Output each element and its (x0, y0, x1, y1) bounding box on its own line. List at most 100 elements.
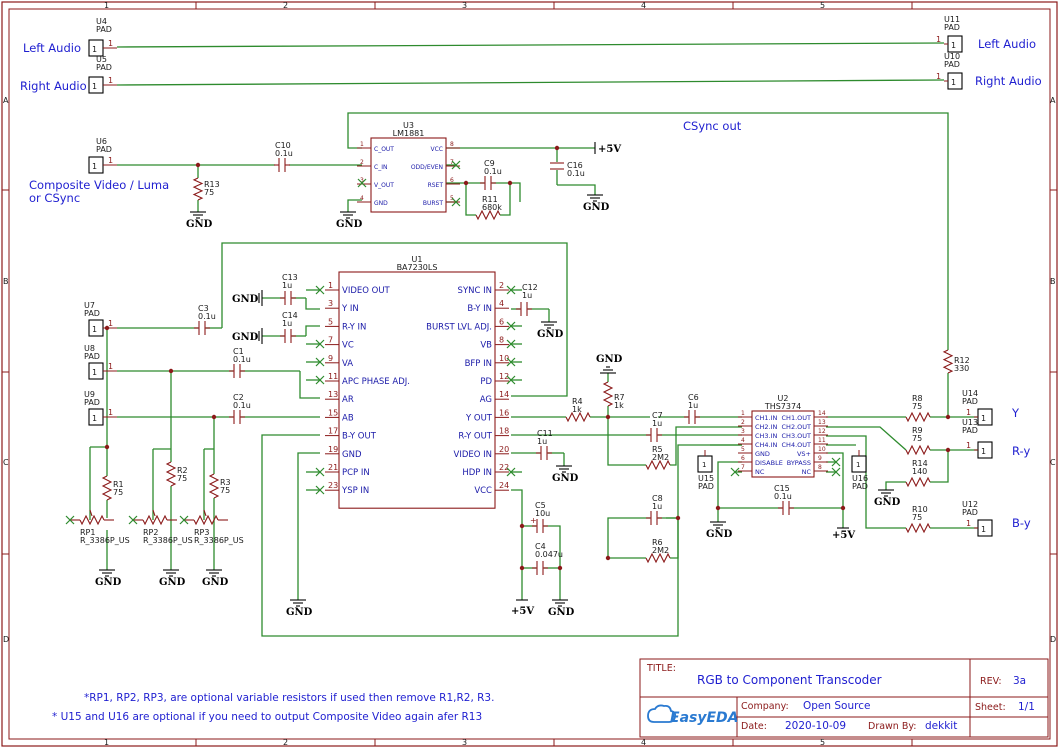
resistor-zigzag (192, 177, 204, 201)
ic-pin-number: 3 (360, 177, 364, 184)
ic-pin-name: GND (374, 200, 388, 207)
junction-dot (945, 447, 951, 453)
junction-dot (463, 180, 469, 186)
no-connect-mark (315, 467, 325, 477)
ic-pin-number: 1 (360, 141, 364, 148)
trimpot-value: R_3386P_US (143, 536, 193, 545)
capacitor-c3: C30.1u (194, 304, 216, 335)
ic-pin-number: 8 (450, 141, 454, 148)
ic-pin-name: YSP IN (341, 486, 369, 496)
title-label: TITLE: (646, 663, 676, 674)
pad-value: PAD (84, 398, 100, 407)
ic-pin-name: DISABLE (755, 459, 783, 467)
net-right-audio-out: Right Audio (975, 74, 1042, 88)
resistor-ref: R9 (912, 426, 923, 435)
ic-pin-name: NC (755, 468, 765, 476)
ground-symbol: GND (596, 354, 623, 374)
no-connect-mark (128, 515, 138, 525)
ic-pin-number: 11 (818, 437, 826, 444)
junction-dot (104, 325, 110, 331)
ground-label: GND (596, 354, 623, 365)
ic-pin-name: Y IN (341, 304, 359, 314)
ic-pin-number: 7 (741, 464, 745, 471)
ic-pin-name: CH2.IN (755, 423, 778, 431)
ic-pin-number: 6 (499, 317, 504, 326)
ic-pin-number: 2 (741, 419, 745, 426)
pad-value: PAD (944, 60, 960, 69)
pad-pin-number: 1 (936, 35, 941, 44)
capacitor-ref: C13 (282, 273, 298, 282)
trimpot-wiper (203, 509, 207, 517)
capacitor-ref: C9 (484, 159, 495, 168)
pad-ref: U5 (96, 55, 107, 64)
ic-pin-name: R-Y OUT (458, 432, 492, 442)
pad-ref: U13 (962, 418, 978, 427)
capacitor-value: 0.1u (275, 149, 293, 158)
ground-label: GND (706, 529, 733, 540)
ground-label: GND (232, 332, 259, 343)
ground-label: GND (552, 473, 579, 484)
resistor-zigzag (602, 381, 614, 407)
resistor-zigzag (142, 514, 168, 526)
no-connect-mark (506, 285, 516, 295)
ic-pin-name: VCC (431, 146, 443, 153)
ground-label: GND (186, 219, 213, 230)
no-connect-stroke (65, 515, 75, 525)
ic-pin-number: 11 (328, 372, 338, 381)
ground-symbol: GND (95, 569, 122, 588)
no-connect-stroke (315, 467, 325, 477)
ic-pin-number: 13 (818, 419, 826, 426)
ground-symbol: GND (159, 569, 186, 588)
col-2-bottom: 2 (283, 738, 288, 747)
net-y: Y (1011, 406, 1020, 420)
no-connect-stroke (831, 467, 841, 477)
ground-symbol: GND (537, 321, 564, 340)
ic-pin-name: BURST (423, 200, 443, 207)
no-connect-mark (506, 339, 516, 349)
pad-ref: U7 (84, 301, 95, 310)
pad-ref: U11 (944, 15, 960, 24)
ic-value: THS7374 (764, 402, 801, 411)
audio-section: Left Audio Right Audio Left Audio Right … (20, 37, 1042, 93)
pad-pin-number: 1 (108, 156, 113, 165)
ic-u3: 1C_OUT2C_IN3V_OUT4GND8VCC7ODD/EVEN6RSET5… (357, 121, 460, 213)
ic-pin-name: CH3.OUT (782, 432, 812, 440)
junction-dots (104, 145, 951, 571)
capacitor-value: 1u (282, 281, 292, 290)
vcc-symbols: +5V+5V+5V (511, 142, 855, 617)
pad-ref: U8 (84, 344, 95, 353)
capacitor-c1: C10.1u (229, 347, 251, 378)
capacitor-ref: C12 (522, 283, 538, 292)
row-c-right: C (1050, 458, 1056, 467)
no-connect-mark (831, 457, 841, 467)
capacitor-c9: C90.1u (480, 159, 502, 190)
ic-pin-name: Y OUT (465, 413, 493, 423)
ic-pin-name: CH2.OUT (782, 423, 812, 431)
ic-pin-number: 7 (450, 159, 454, 166)
capacitor-ref: C7 (652, 411, 663, 420)
ground-label: GND (95, 577, 122, 588)
resistor-zigzag (942, 349, 954, 374)
row-d-right: D (1050, 635, 1056, 644)
junction-dot (557, 565, 563, 571)
ic-pin-number: 21 (328, 463, 338, 472)
ground-label: GND (583, 202, 610, 213)
resistor-value: 1k (572, 405, 582, 414)
no-connect-stroke (128, 515, 138, 525)
col-5-bottom: 5 (820, 738, 825, 747)
pad-pin-label: 1 (981, 525, 986, 534)
resistor-zigzag (905, 522, 931, 534)
resistor-zigzag (905, 476, 931, 488)
note-pads: * U15 and U16 are optional if you need t… (52, 711, 482, 723)
resistor-zigzag (905, 411, 931, 423)
